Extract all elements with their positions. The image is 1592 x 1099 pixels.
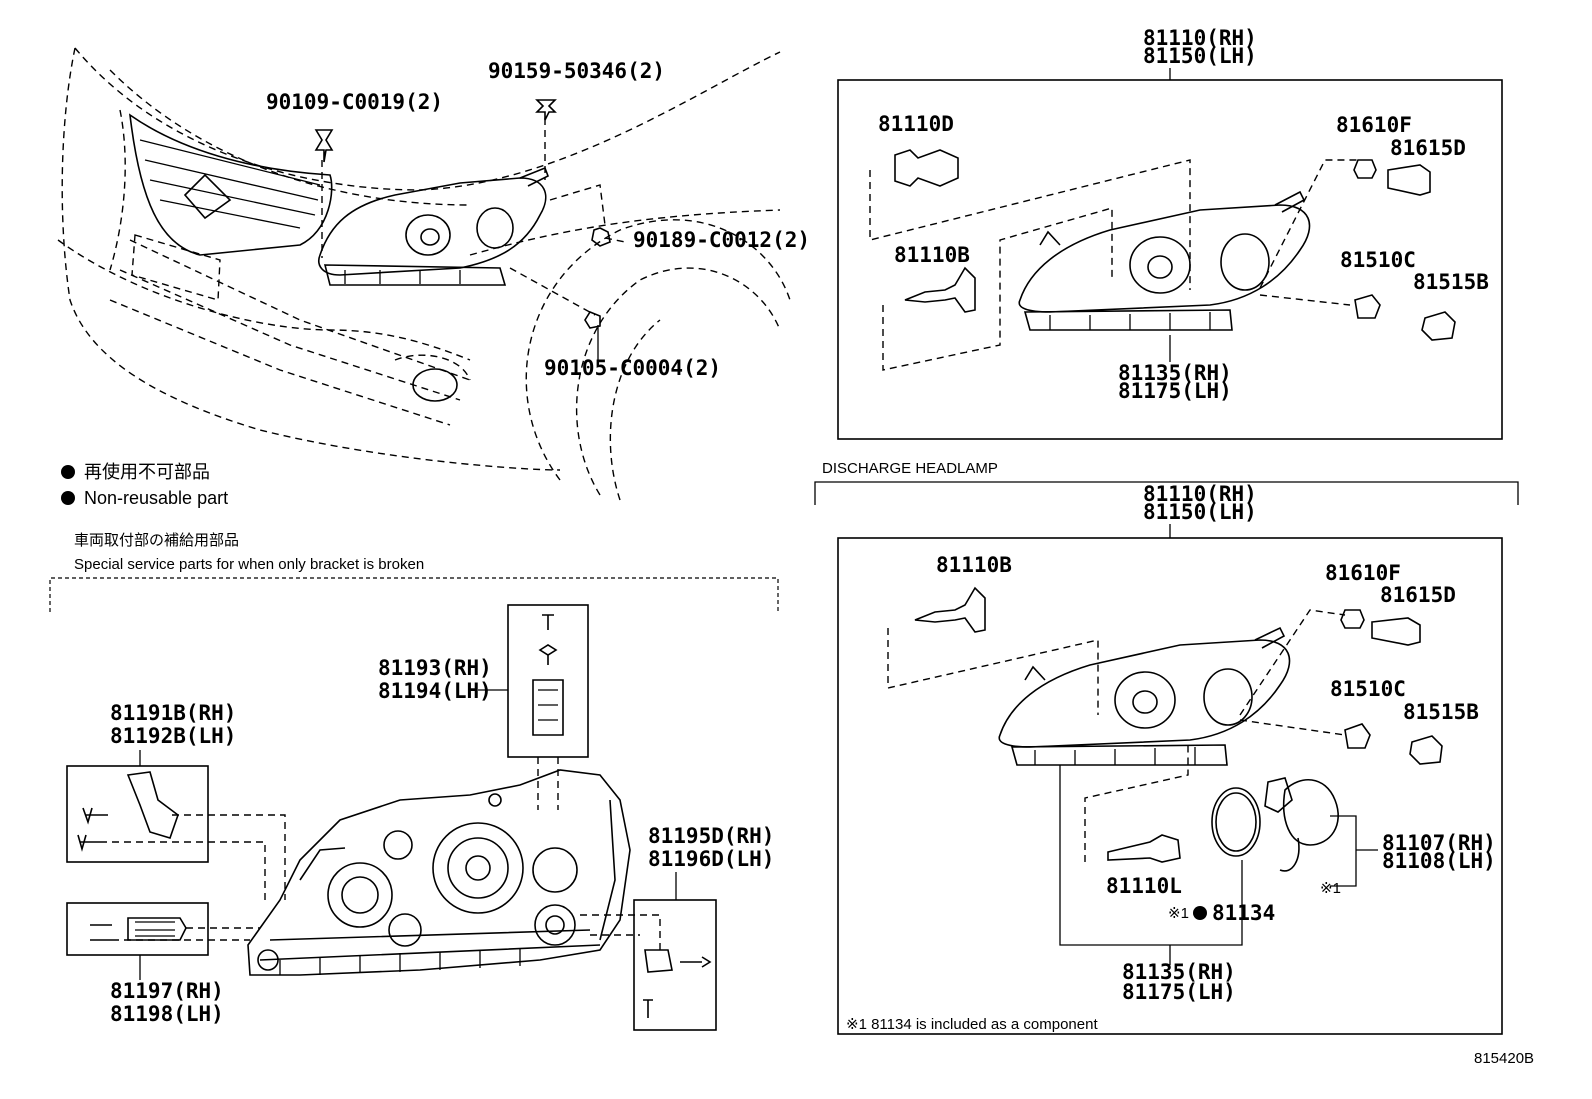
callout-81610f-halogen: 81610F [1336,113,1412,137]
service-parts-bracket [49,577,779,612]
callout-81110l: 81110L [1106,874,1182,898]
halogen-headlamp-illustration [869,149,1456,371]
discharge-headlamp-heading: DISCHARGE HEADLAMP [822,460,998,477]
vehicle-front-illustration [57,47,791,501]
callout-81191b-rh: 81191B(RH) [110,701,236,725]
callout-81135-rh-halogen: 81135(RH) [1118,361,1232,385]
nonreusable-dot-icon [1193,906,1207,920]
callout-81515b-discharge: 81515B [1403,700,1479,724]
service-parts-title-jp: 車両取付部の補給用部品 [74,532,239,549]
callout-81197-rh: 81197(RH) [110,979,224,1003]
callout-81610f-discharge: 81610F [1325,561,1401,585]
callout-90159-50346: 90159-50346(2) [488,59,665,83]
callout-81194-lh: 81194(LH) [378,679,492,703]
legend-nonreusable-en: Non-reusable part [84,488,228,508]
callout-81198-lh: 81198(LH) [110,1002,224,1026]
legend-nonreusable-jp: 再使用不可部品 [84,462,210,482]
service-parts-illustration [66,604,717,1031]
callout-81175-lh-discharge: 81175(LH) [1122,980,1236,1004]
callout-81150-lh: 81150(LH) [1143,44,1257,68]
nonreusable-dot-icon [61,491,75,505]
discharge-headlamp-illustration [887,586,1443,965]
discharge-assembly-frame [837,537,1503,1035]
callout-81615d-discharge: 81615D [1380,583,1456,607]
callout-81110b-discharge: 81110B [936,553,1012,577]
callout-81108-lh: 81108(LH) [1382,849,1496,873]
discharge-bracket [814,481,1519,505]
nonreusable-dot-icon [61,465,75,479]
callout-81193-rh: 81193(RH) [378,656,492,680]
callout-81110-rh: 81110(RH) [1143,26,1257,50]
callout-81515b-halogen: 81515B [1413,270,1489,294]
footnote-81134: ※1 81134 is included as a component [846,1016,1098,1033]
service-parts-title-en: Special service parts for when only brac… [74,556,424,573]
callout-90109-c0019: 90109-C0019(2) [266,90,443,114]
callout-81107-rh: 81107(RH) [1382,831,1496,855]
callout-81134: 81134 [1212,901,1275,925]
callout-81110d: 81110D [878,112,954,136]
callout-81175-lh-halogen: 81175(LH) [1118,379,1232,403]
callout-81615d-halogen: 81615D [1390,136,1466,160]
callout-81135-rh-discharge: 81135(RH) [1122,960,1236,984]
ref1-symbol-81134: ※1 [1168,905,1189,922]
callout-81195d-rh: 81195D(RH) [648,824,774,848]
callout-81110-rh-discharge: 81110(RH) [1143,482,1257,506]
figure-id: 815420B [1474,1050,1534,1067]
callout-81150-lh-discharge: 81150(LH) [1143,500,1257,524]
callout-81110b-halogen: 81110B [894,243,970,267]
callout-90105-c0004: 90105-C0004(2) [544,356,721,380]
halogen-assembly-frame [837,79,1503,440]
callout-81510c-halogen: 81510C [1340,248,1416,272]
callout-90189-c0012: 90189-C0012(2) [633,228,810,252]
ref1-symbol-ballast: ※1 [1320,880,1341,897]
callout-81510c-discharge: 81510C [1330,677,1406,701]
callout-81192b-lh: 81192B(LH) [110,724,236,748]
callout-81196d-lh: 81196D(LH) [648,847,774,871]
